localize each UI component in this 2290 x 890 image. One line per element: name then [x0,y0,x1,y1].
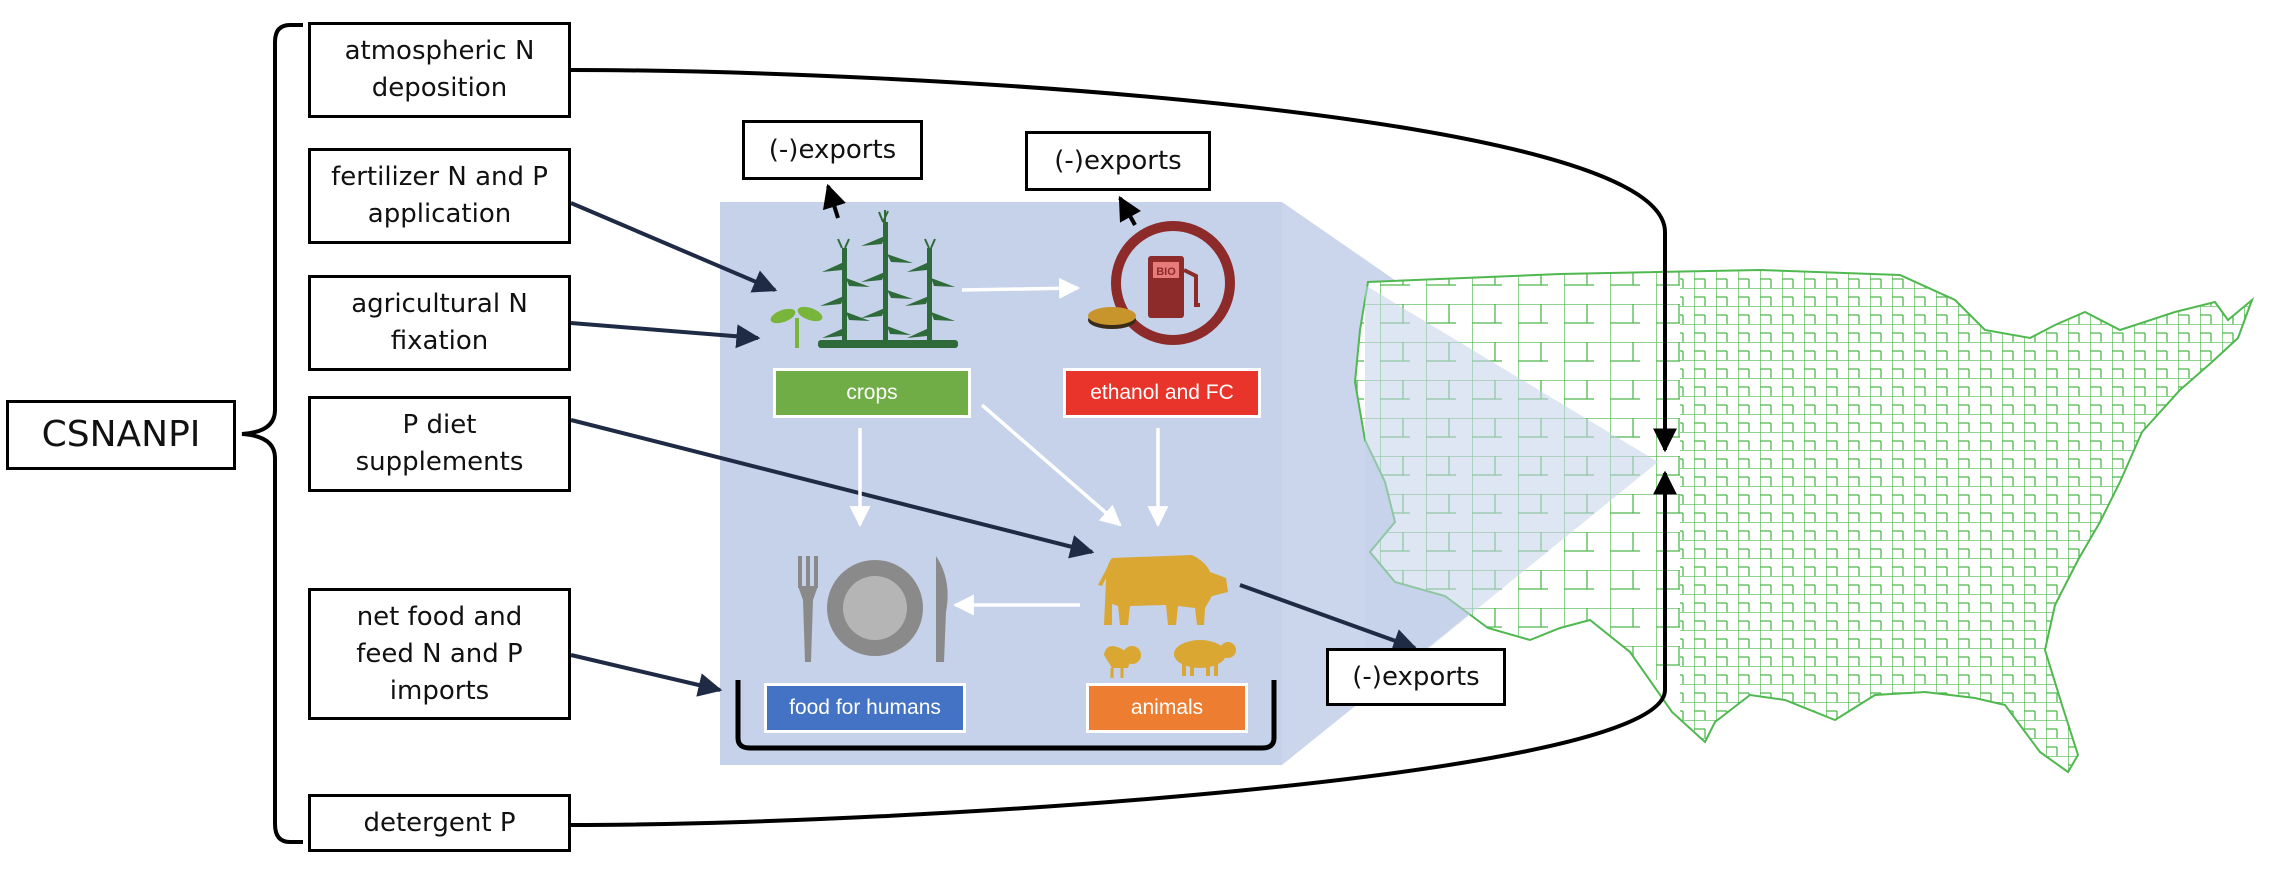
net-food-feed-imports-box: net food and feed N and P imports [308,588,571,720]
plate-fork-knife-icon [798,556,948,662]
net-food-arrow [570,653,723,697]
animals-export-arrow [1239,583,1418,652]
detergent-to-map-arrow [570,470,1677,827]
diet-arrow [570,418,1095,559]
food-for-humans-tag: food for humans [764,683,966,733]
animals-tag: animals [1086,683,1248,733]
crops-exports-box: (-)exports [742,120,923,180]
bio-badge: BIO [1156,266,1176,278]
crops-tag: crops [773,368,971,418]
fertilizer-arrow [570,201,778,293]
corn-plants-icon [770,210,958,348]
ethanol-export-arrow [1118,195,1141,226]
fixation-arrow [570,321,761,349]
agricultural-fixation-box: agricultural N fixation [308,275,571,371]
crops-export-arrow [822,183,846,219]
ethanol-exports-box: (-)exports [1025,131,1211,191]
animals-exports-box: (-)exports [1326,648,1506,706]
root-bracket [241,23,303,844]
atmospheric-deposition-box: atmospheric N deposition [308,22,571,118]
livestock-icon [1098,555,1236,678]
atmospheric-to-map-arrow [570,68,1677,453]
fertilizer-application-box: fertilizer N and P application [308,148,571,244]
outputs-bracket [735,680,1277,751]
ethanol-fc-tag: ethanol and FC [1063,368,1261,418]
p-diet-supplements-box: P diet supplements [308,396,571,492]
detergent-p-box: detergent P [308,794,571,852]
biofuel-pump-icon: BIO [1088,221,1235,345]
crops-to-ethanol-arrow [961,277,1081,299]
crops-to-animals-arrow [980,403,1122,527]
root-label-box: CSNANPI [6,400,236,470]
